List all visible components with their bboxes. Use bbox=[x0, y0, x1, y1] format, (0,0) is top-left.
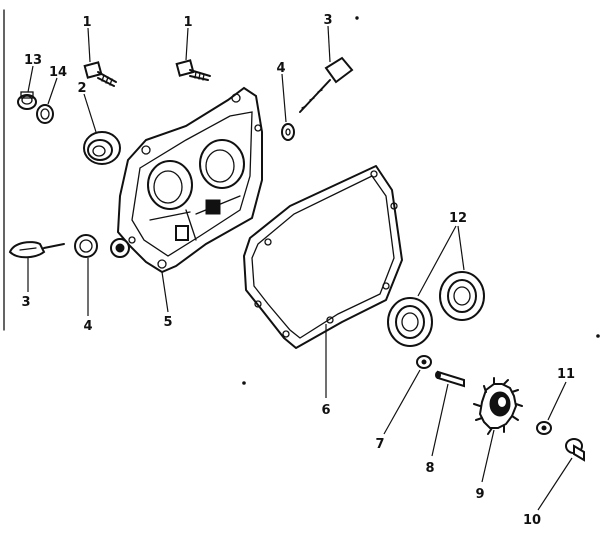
callout-4-upper: 4 bbox=[276, 61, 285, 76]
part-1-bolt-b bbox=[175, 59, 211, 81]
part-10-pin bbox=[565, 438, 585, 462]
leader-12b bbox=[457, 225, 465, 271]
leader-2 bbox=[83, 93, 97, 133]
part-12-bearing-b bbox=[439, 271, 485, 321]
callout-13: 13 bbox=[24, 53, 42, 68]
callout-10: 10 bbox=[523, 513, 541, 528]
part-12-bearing-a bbox=[387, 297, 433, 347]
part-2-oil-seal bbox=[83, 131, 121, 165]
leader-3-upper bbox=[327, 25, 331, 63]
leader-lines bbox=[27, 25, 573, 511]
callout-3-upper: 3 bbox=[323, 13, 332, 28]
part-6-gasket bbox=[243, 165, 403, 349]
callout-12: 12 bbox=[449, 211, 467, 226]
part-14-oring bbox=[36, 104, 54, 124]
callout-labels: 1 1 3 13 14 2 4 12 3 4 5 6 11 7 8 9 10 bbox=[21, 13, 575, 528]
part-5-crankcase-cover bbox=[110, 86, 263, 274]
leader-4-upper bbox=[281, 73, 287, 123]
callout-1b: 1 bbox=[183, 15, 192, 30]
callout-9: 9 bbox=[475, 487, 484, 502]
part-11-washer bbox=[536, 421, 552, 435]
leader-13 bbox=[27, 65, 34, 93]
leader-10 bbox=[537, 457, 573, 511]
leader-7 bbox=[383, 369, 421, 435]
callout-4-lower: 4 bbox=[83, 319, 92, 334]
part-4-washer-lower bbox=[74, 234, 98, 258]
leader-1a bbox=[87, 27, 91, 63]
leader-8 bbox=[431, 383, 449, 457]
leader-1b bbox=[185, 27, 189, 61]
callout-7: 7 bbox=[375, 437, 384, 452]
leader-9 bbox=[481, 429, 495, 483]
leader-14 bbox=[47, 77, 58, 105]
part-9-gear bbox=[473, 377, 523, 435]
callout-11: 11 bbox=[557, 367, 575, 382]
part-13-plug bbox=[17, 91, 37, 110]
speck-c bbox=[355, 16, 359, 20]
speck-b bbox=[596, 334, 600, 338]
part-3-dipstick-upper bbox=[299, 56, 354, 113]
leader-5 bbox=[161, 271, 169, 313]
callout-2: 2 bbox=[77, 81, 86, 96]
speck-a bbox=[242, 381, 246, 385]
part-3-dipstick-lower bbox=[8, 241, 65, 259]
callout-1a: 1 bbox=[82, 15, 91, 30]
part-4-washer-upper bbox=[281, 123, 295, 141]
part-7-washer bbox=[416, 355, 432, 369]
callout-14: 14 bbox=[49, 65, 67, 80]
part-1-bolt-a bbox=[83, 61, 117, 87]
callout-3-lower: 3 bbox=[21, 295, 30, 310]
leader-11 bbox=[547, 381, 567, 421]
callout-6: 6 bbox=[321, 403, 330, 418]
callout-5: 5 bbox=[163, 315, 172, 330]
leader-12a bbox=[417, 225, 457, 297]
callout-8: 8 bbox=[425, 461, 434, 476]
part-8-shaft bbox=[435, 370, 465, 388]
